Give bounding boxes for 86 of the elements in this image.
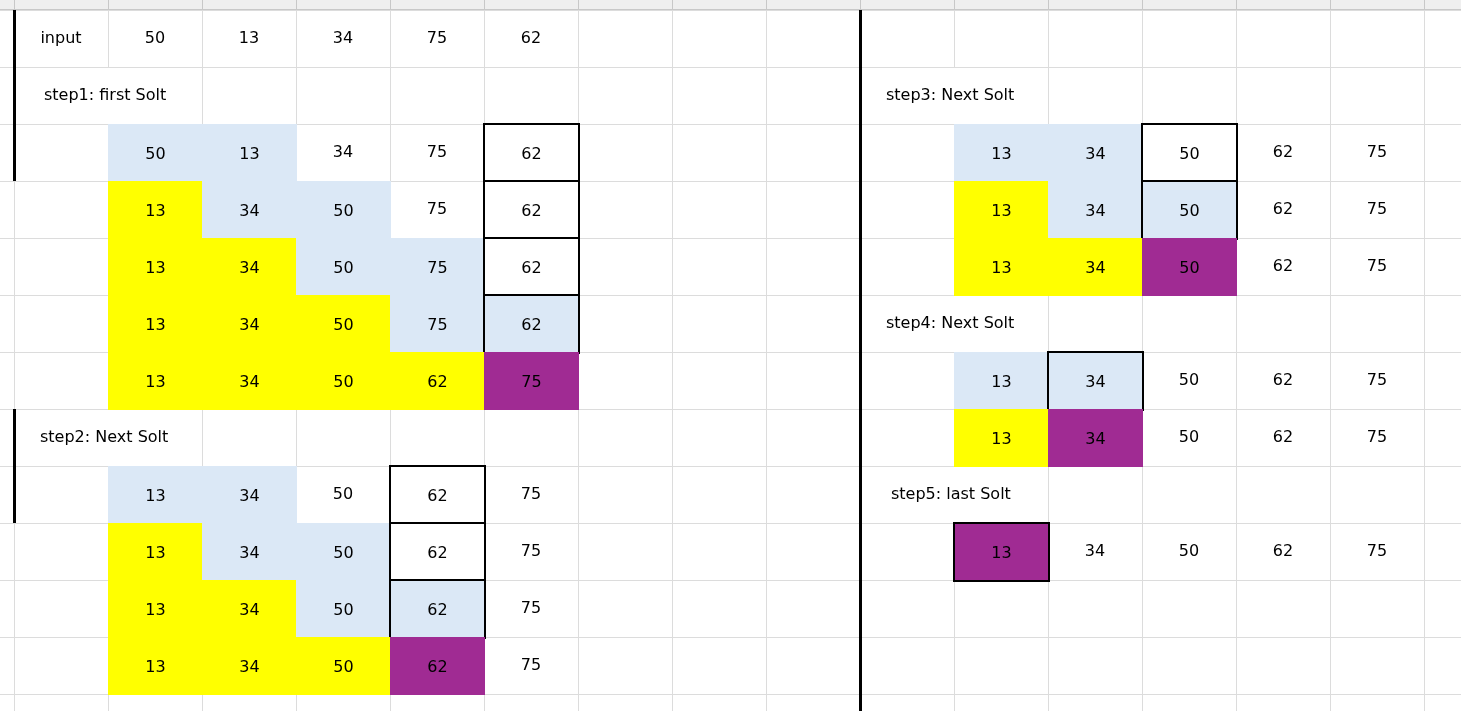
- highlighted-cell: 50: [296, 238, 391, 296]
- highlighted-cell: 34: [1047, 351, 1144, 411]
- cell-value: 62: [520, 29, 542, 48]
- highlighted-cell: 34: [1048, 409, 1143, 467]
- highlighted-cell: 13: [202, 124, 297, 182]
- highlighted-cell: 13: [954, 181, 1049, 239]
- step-heading: step3: Next Solt: [886, 86, 1015, 105]
- highlighted-cell: 34: [202, 238, 297, 296]
- cell-value: 50: [144, 29, 166, 48]
- highlighted-cell: 34: [1048, 238, 1143, 296]
- highlighted-cell: 13: [954, 124, 1049, 182]
- cell-value: 75: [426, 200, 448, 219]
- cell-value: 62: [1272, 542, 1294, 561]
- highlighted-cell: 75: [484, 352, 579, 410]
- framed-cell: 62: [483, 180, 580, 240]
- highlighted-cell: 34: [1048, 124, 1143, 182]
- cell-value: 13: [238, 29, 260, 48]
- highlighted-cell: 50: [296, 181, 391, 239]
- step-heading: step4: Next Solt: [886, 314, 1015, 333]
- cell-value: 34: [332, 29, 354, 48]
- cell-value: 75: [1366, 143, 1388, 162]
- cell-value: 50: [1178, 428, 1200, 447]
- cell-value: 75: [520, 656, 542, 675]
- cell-value: 62: [1272, 257, 1294, 276]
- highlighted-cell: 75: [390, 238, 485, 296]
- cell-value: 75: [1366, 428, 1388, 447]
- cell-value: 75: [520, 542, 542, 561]
- highlighted-cell: 75: [390, 295, 485, 353]
- cell-value: 50: [1178, 542, 1200, 561]
- highlighted-cell: 13: [108, 523, 203, 581]
- cell-value: 75: [520, 599, 542, 618]
- framed-cell: 62: [389, 465, 486, 525]
- step-heading: step1: first Solt: [44, 86, 167, 105]
- cell-value: 62: [1272, 200, 1294, 219]
- cell-value: 75: [1366, 371, 1388, 390]
- highlighted-cell: 13: [108, 637, 203, 695]
- highlighted-cell: 62: [390, 352, 485, 410]
- highlighted-cell: 50: [296, 637, 391, 695]
- cell-value: 75: [520, 485, 542, 504]
- highlighted-cell: 13: [108, 352, 203, 410]
- highlighted-cell: 34: [202, 181, 297, 239]
- highlighted-cell: 50: [296, 523, 391, 581]
- cell-value: 75: [426, 143, 448, 162]
- highlighted-cell: 62: [389, 579, 486, 639]
- highlighted-cell: 34: [202, 580, 297, 638]
- highlighted-cell: 13: [954, 409, 1049, 467]
- cell-value: 62: [1272, 143, 1294, 162]
- framed-cell: 62: [483, 237, 580, 297]
- cell-value: 62: [1272, 428, 1294, 447]
- highlighted-cell: 34: [1048, 181, 1143, 239]
- highlighted-cell: 13: [954, 352, 1049, 410]
- step-heading: step5: last Solt: [891, 485, 1011, 504]
- highlighted-cell: 34: [202, 523, 297, 581]
- highlighted-cell: 50: [1141, 180, 1238, 240]
- highlighted-cell: 50: [296, 295, 391, 353]
- highlighted-cell: 13: [108, 238, 203, 296]
- highlighted-cell: 50: [296, 352, 391, 410]
- cell-value: 50: [332, 485, 354, 504]
- framed-cell: 62: [483, 123, 580, 183]
- highlighted-cell: 50: [296, 580, 391, 638]
- cell-value: 62: [1272, 371, 1294, 390]
- highlighted-cell: 13: [108, 580, 203, 638]
- highlighted-cell: 34: [202, 637, 297, 695]
- cell-value: 75: [1366, 542, 1388, 561]
- highlighted-cell: 13: [954, 238, 1049, 296]
- cell-value: 34: [1084, 542, 1106, 561]
- cell-value: 50: [1178, 371, 1200, 390]
- highlighted-cell: 13: [108, 181, 203, 239]
- highlighted-cell: 34: [202, 466, 297, 524]
- highlighted-cell: 13: [108, 295, 203, 353]
- framed-cell: 62: [389, 522, 486, 582]
- highlighted-cell: 13: [953, 522, 1050, 582]
- highlighted-cell: 34: [202, 295, 297, 353]
- cell-value: 75: [426, 29, 448, 48]
- row-label: input: [40, 29, 82, 48]
- step-heading: step2: Next Solt: [40, 428, 169, 447]
- highlighted-cell: 50: [108, 124, 203, 182]
- highlighted-cell: 62: [483, 294, 580, 354]
- framed-cell: 50: [1141, 123, 1238, 183]
- cell-value: 75: [1366, 257, 1388, 276]
- highlighted-cell: 13: [108, 466, 203, 524]
- highlighted-cell: 34: [202, 352, 297, 410]
- cell-value: 75: [1366, 200, 1388, 219]
- cell-value: 34: [332, 143, 354, 162]
- highlighted-cell: 50: [1142, 238, 1237, 296]
- highlighted-cell: 62: [390, 637, 485, 695]
